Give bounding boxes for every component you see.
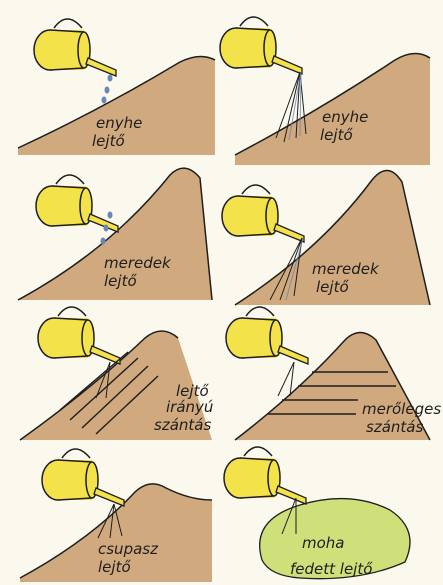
watering-can-icon — [34, 19, 116, 76]
watering-can-icon — [220, 17, 302, 74]
panel-label-line: szántás — [154, 416, 211, 434]
water-drops — [102, 75, 113, 104]
panel-label-line: lejtő — [92, 132, 125, 150]
panel-label-line: meredek — [104, 254, 172, 272]
watering-can-icon — [222, 185, 304, 242]
watering-can-icon — [38, 307, 120, 364]
panel-steep-slope-drip: meredek lejtő — [18, 168, 212, 300]
panel-covered-slope: moha fedett lejtő — [224, 447, 410, 579]
water-streams — [278, 362, 294, 396]
panel-label-line: fedett lejtő — [290, 560, 373, 578]
watering-can-icon — [42, 449, 124, 506]
watering-can-icon — [224, 447, 306, 504]
panel-label-line: lejtő — [316, 278, 349, 296]
panel-gentle-slope-spray: enyhe lejtő — [220, 17, 430, 165]
panel-downslope-plowing: lejtő irányú szántás — [20, 307, 213, 440]
panel-bare-slope: csupasz lejtő — [20, 449, 212, 582]
panel-label-line: meredek — [312, 260, 380, 278]
panel-label-line: szántás — [366, 418, 423, 436]
panel-steep-slope-spray: meredek lejtő — [222, 170, 430, 305]
panel-label-line: moha — [302, 534, 345, 552]
panel-label-line: csupasz — [98, 540, 159, 558]
panel-label-line: lejtő — [104, 272, 137, 290]
panel-gentle-slope-drip: enyhe lejtő — [18, 19, 215, 155]
panel-label-line: irányú — [166, 398, 213, 416]
panel-label-line: lejtő — [98, 558, 131, 576]
watering-can-icon — [36, 175, 118, 232]
panel-contour-plowing: merőleges szántás — [226, 307, 441, 440]
panel-label-line: enyhe — [96, 114, 142, 132]
panel-label-line: merőleges — [362, 400, 441, 418]
panel-label-line: enyhe — [322, 108, 368, 126]
watering-can-icon — [226, 307, 308, 364]
panel-label-line: lejtő — [320, 126, 353, 144]
